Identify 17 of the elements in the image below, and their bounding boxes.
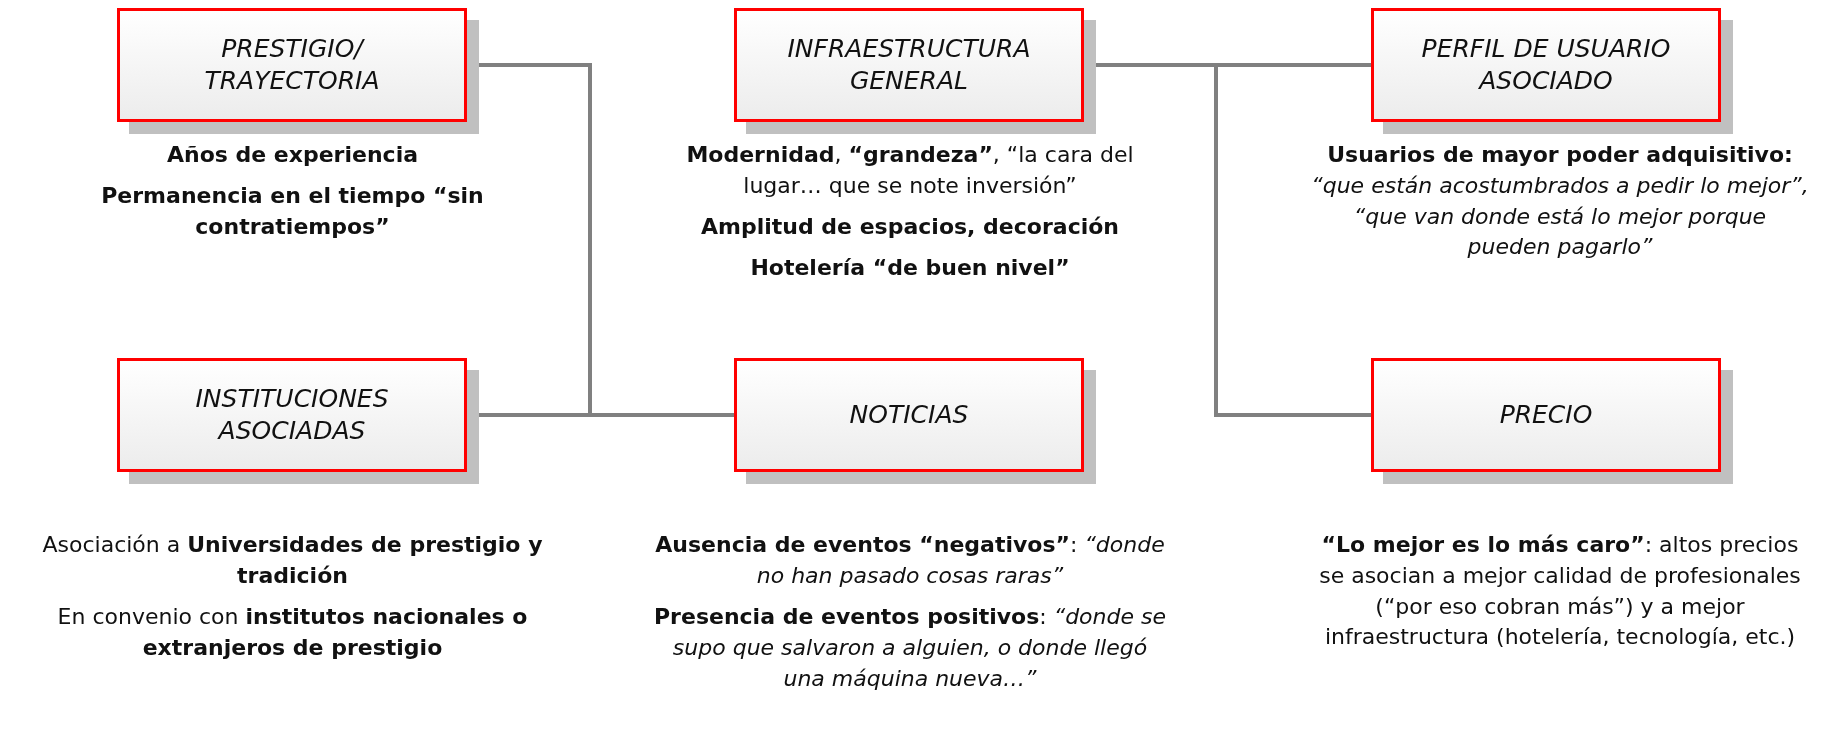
description-text: Modernidad, “grandeza”, “la cara del lugar… que se note inversión”	[685, 141, 1135, 200]
description-text: Años de experiencia	[165, 141, 420, 169]
description-text: Amplitud de espacios, decoración	[700, 213, 1120, 241]
description-text: Asociación a Universidades de prestigio y tradición	[41, 531, 544, 590]
description-text: Usuarios de mayor poder adquisitivo: “que están acostumbrados a pedir lo mejor”, “que van donde está lo mejor porque pueden pagarlo”	[1310, 141, 1810, 262]
description-text: Presencia de eventos positivos: “donde se supo que salvaron a alguien, o donde llegó una máquina nueva…”	[653, 603, 1167, 693]
description-text: Hotelería “de buen nivel”	[749, 254, 1071, 282]
description-text: “Lo mejor es lo más caro”: altos precios se asocian a mejor calidad de profesionales (“por eso cobran más”) y a mejor infraestructura (hotelería, tecnología, etc.)	[1318, 531, 1802, 652]
category-title: INSTITUCIONES ASOCIADAS	[194, 382, 390, 447]
category-title: PRESTIGIO/ TRAYECTORIA	[203, 32, 381, 97]
category-title: PERFIL DE USUARIO ASOCIADO	[1420, 32, 1672, 97]
category-title: INFRAESTRUCTURA GENERAL	[786, 32, 1032, 97]
description-text: En convenio con institutos nacionales o extranjeros de prestigio	[56, 603, 529, 662]
description-text: Ausencia de eventos “negativos”: “donde no han pasado cosas raras”	[654, 531, 1166, 590]
category-title: PRECIO	[1498, 398, 1594, 431]
description-text: Permanencia en el tiempo “sin contratiempos”	[100, 182, 485, 241]
category-title: NOTICIAS	[848, 398, 970, 431]
